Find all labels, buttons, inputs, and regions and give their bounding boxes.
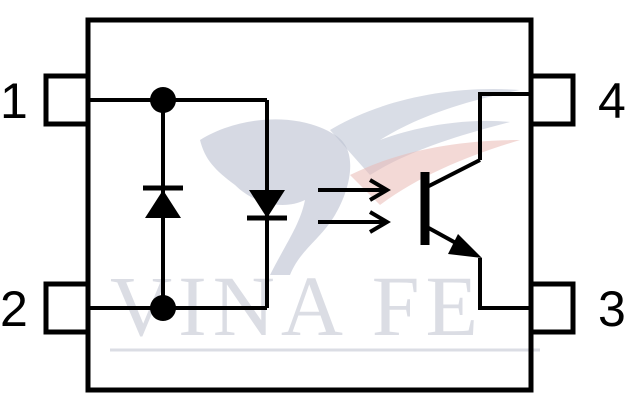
emitter-arrow (448, 234, 482, 258)
junction-dot-top (150, 87, 176, 113)
pin-2-label: 2 (0, 281, 28, 337)
package-body (85, 17, 534, 393)
diode-icon (143, 185, 183, 218)
led-icon (247, 190, 287, 221)
watermark-horse-logo (200, 89, 520, 275)
pin-1-label: 1 (0, 73, 28, 129)
pin-1-pad (43, 73, 91, 127)
output-wiring (478, 92, 531, 310)
pin-4-pad (528, 73, 576, 127)
transistor-collector (424, 158, 481, 190)
pin-2-pad (43, 281, 91, 335)
npn-transistor-icon (420, 158, 482, 258)
pin-3-pad (528, 281, 576, 335)
light-emission-icon (318, 178, 391, 234)
pin-3-label: 3 (598, 281, 626, 337)
junction-dot-bottom (150, 295, 176, 321)
pin-4-label: 4 (598, 73, 626, 129)
